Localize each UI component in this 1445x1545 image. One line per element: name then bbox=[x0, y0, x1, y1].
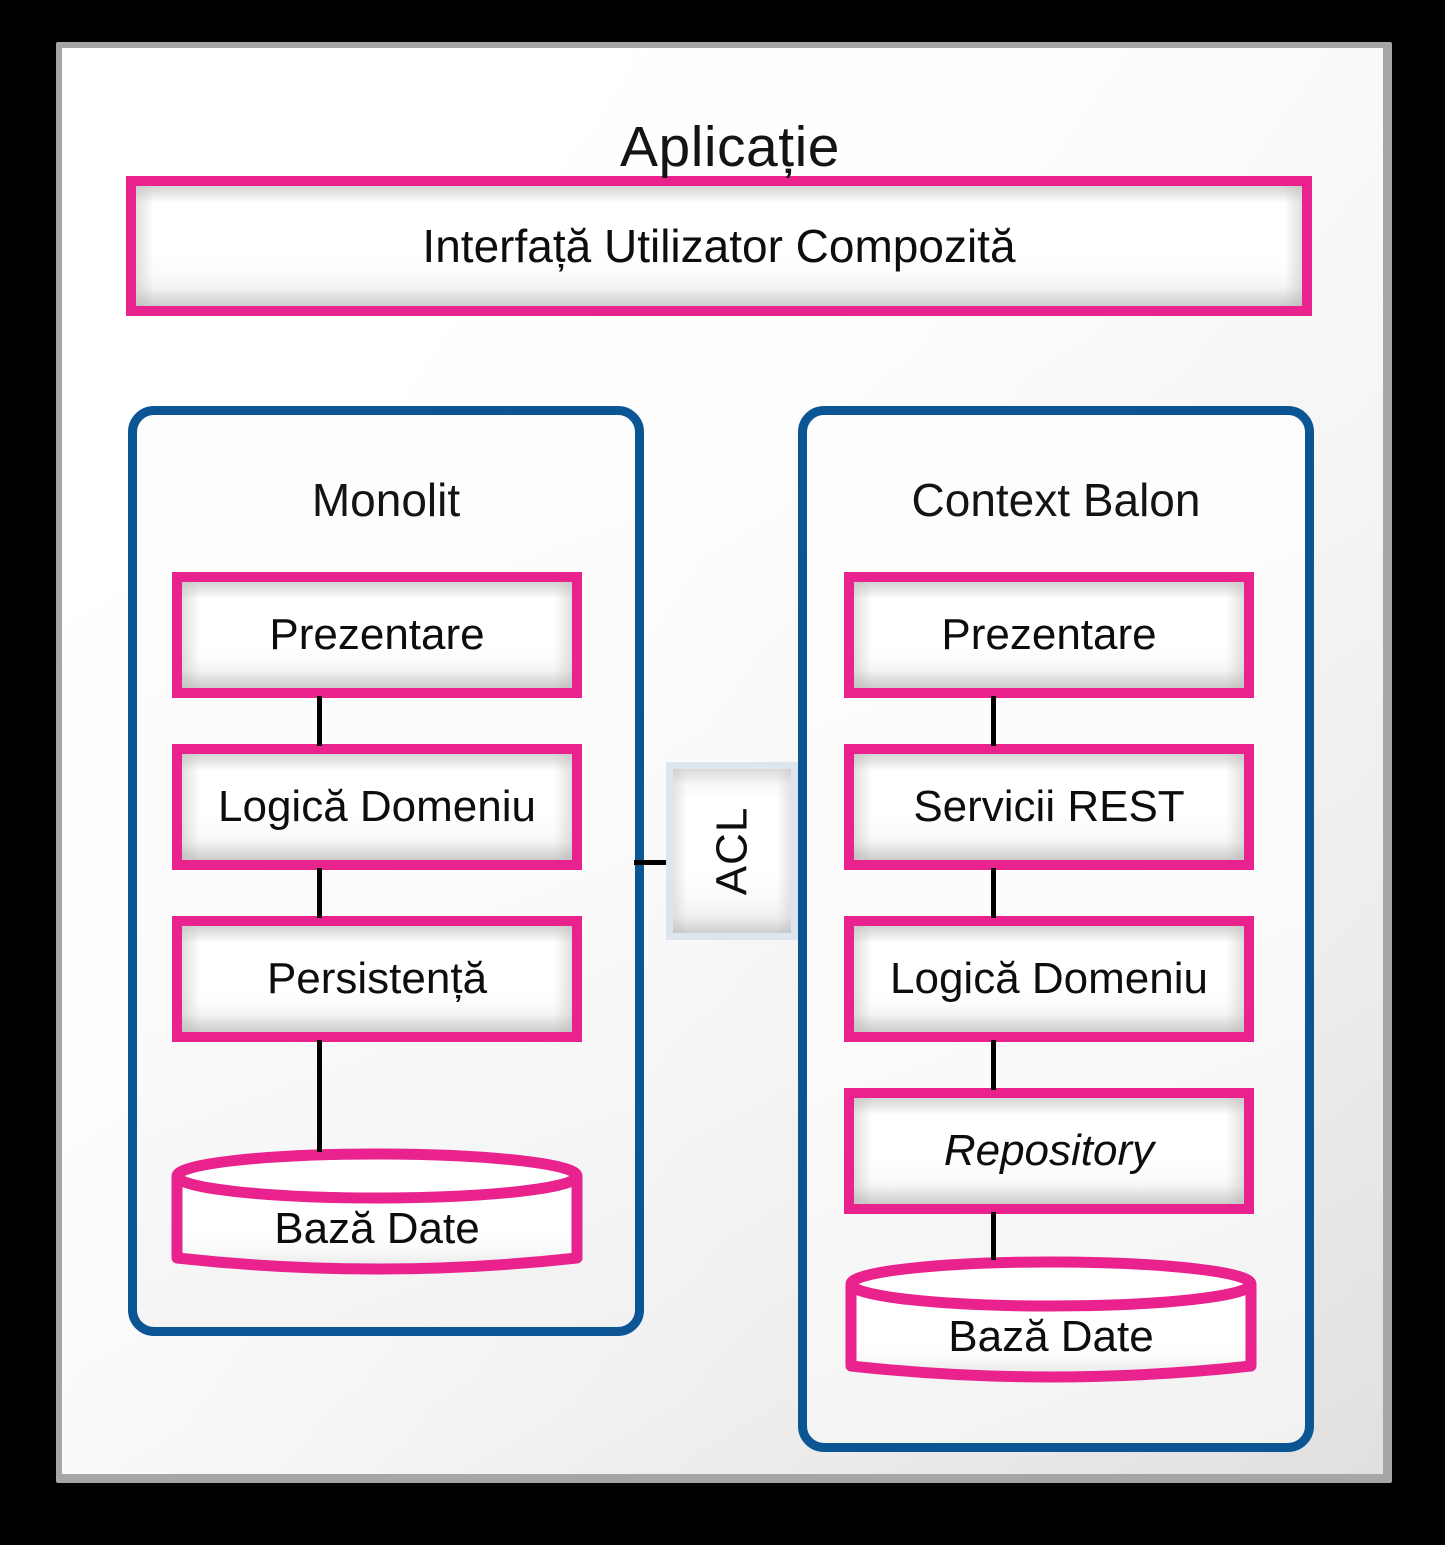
node-label: Repository bbox=[943, 1126, 1155, 1175]
connector-context-4 bbox=[991, 1212, 996, 1260]
panel-title-monolit: Monolit bbox=[311, 474, 461, 526]
node-label: Persistență bbox=[266, 954, 488, 1003]
node-label: Logică Domeniu bbox=[218, 782, 536, 831]
node-monolit-baza-date[interactable]: Bază Date bbox=[170, 1146, 584, 1286]
connector-context-3 bbox=[991, 1040, 996, 1090]
node-label: ACL bbox=[707, 806, 756, 896]
node-composite-ui[interactable]: Interfață Utilizator Compozită bbox=[126, 176, 1312, 316]
node-monolit-persistenta[interactable]: Persistență bbox=[172, 916, 582, 1042]
node-label: Bază Date bbox=[948, 1312, 1154, 1361]
node-monolit-prezentare[interactable]: Prezentare bbox=[172, 572, 582, 698]
node-label: Prezentare bbox=[269, 610, 485, 659]
node-label: Prezentare bbox=[941, 610, 1157, 659]
connector-monolit-1 bbox=[317, 696, 322, 746]
node-label: Bază Date bbox=[274, 1204, 480, 1253]
node-context-servicii-rest[interactable]: Servicii REST bbox=[844, 744, 1254, 870]
connector-context-1 bbox=[991, 696, 996, 746]
node-label: Logică Domeniu bbox=[890, 954, 1208, 1003]
node-context-repository[interactable]: Repository bbox=[844, 1088, 1254, 1214]
database-cylinder-icon bbox=[845, 1256, 1257, 1383]
connector-context-2 bbox=[991, 868, 996, 918]
page-title: Aplicație bbox=[620, 115, 840, 179]
application-container: Aplicație Interfață Utilizator Compozită… bbox=[56, 42, 1392, 1483]
node-acl[interactable]: ACL bbox=[666, 762, 798, 940]
node-label: Servicii REST bbox=[913, 782, 1185, 831]
connector-acl-link bbox=[634, 860, 682, 865]
node-context-prezentare[interactable]: Prezentare bbox=[844, 572, 1254, 698]
database-cylinder-icon bbox=[171, 1148, 583, 1275]
node-context-baza-date[interactable]: Bază Date bbox=[844, 1254, 1258, 1394]
node-context-logica-domeniu[interactable]: Logică Domeniu bbox=[844, 916, 1254, 1042]
node-monolit-logica-domeniu[interactable]: Logică Domeniu bbox=[172, 744, 582, 870]
connector-monolit-3 bbox=[317, 1040, 322, 1152]
panel-title-context-balon: Context Balon bbox=[911, 474, 1201, 526]
connector-monolit-2 bbox=[317, 868, 322, 918]
node-label: Interfață Utilizator Compozită bbox=[422, 220, 1016, 272]
